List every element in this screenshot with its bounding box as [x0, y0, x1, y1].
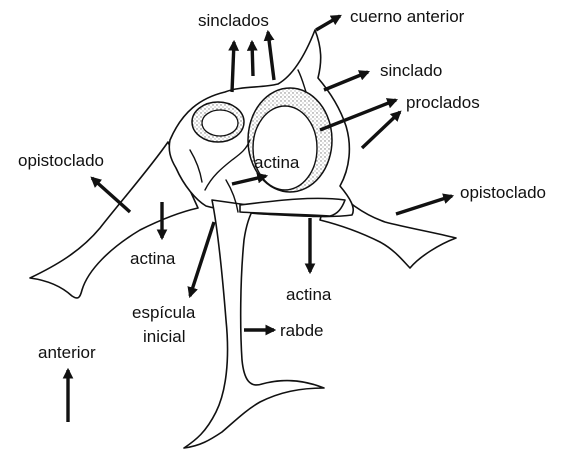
label-espicula: espícula — [132, 303, 196, 322]
arrow-sinclados-2 — [252, 42, 253, 76]
arrow-sinclados-3 — [268, 32, 274, 80]
label-rabde: rabde — [280, 321, 323, 340]
label-opistoclado-right: opistoclado — [460, 183, 546, 202]
arrow-opistoclado-right — [396, 196, 452, 214]
label-actina-center: actina — [254, 153, 300, 172]
arrow-sinclados-1 — [232, 42, 234, 92]
label-anterior: anterior — [38, 343, 96, 362]
label-proclados: proclados — [406, 93, 480, 112]
arrow-proclados-2 — [362, 112, 400, 148]
arrow-cuerno-anterior — [316, 16, 340, 30]
arrow-espicula-inicial — [190, 222, 214, 296]
label-sinclados: sinclados — [198, 11, 269, 30]
label-opistoclado-left: opistoclado — [18, 151, 104, 170]
arrow-sinclado — [324, 72, 368, 90]
label-sinclado: sinclado — [380, 61, 442, 80]
small-loop-inner — [202, 110, 238, 136]
label-inicial: inicial — [143, 327, 186, 346]
label-cuerno-anterior: cuerno anterior — [350, 7, 465, 26]
arrow-opistoclado-left — [92, 178, 130, 212]
label-actina-left: actina — [130, 249, 176, 268]
spicule-drawing — [30, 30, 456, 448]
label-actina-right: actina — [286, 285, 332, 304]
